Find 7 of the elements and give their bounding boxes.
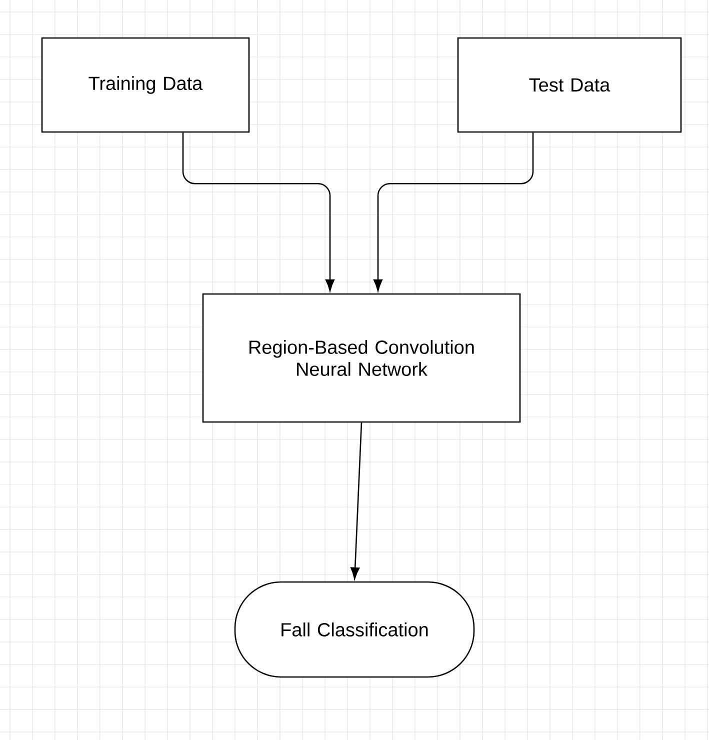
arrow	[350, 422, 362, 580]
terminal-box: Fall Classification	[234, 581, 475, 678]
process-box: Region-Based Convolution Neural Network	[202, 293, 521, 423]
process-box: Test Data	[457, 37, 682, 133]
arrow	[182, 132, 335, 292]
arrow	[373, 132, 534, 292]
process-box: Training Data	[41, 37, 250, 133]
